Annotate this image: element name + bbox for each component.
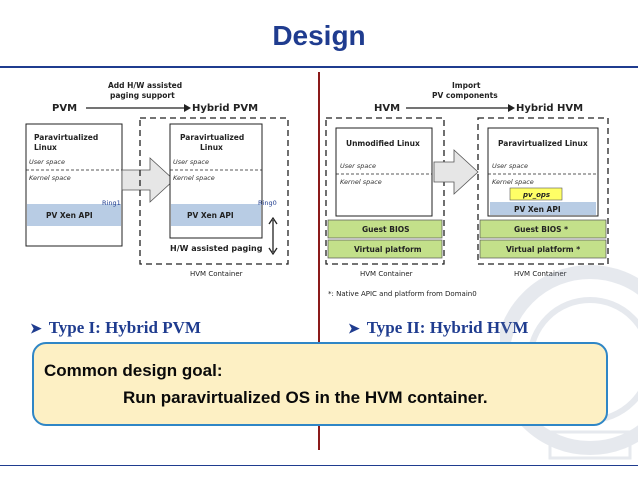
- hvm-bios-block: [327, 219, 443, 239]
- hybrid-hvm-platform: Virtual platform *: [506, 245, 580, 254]
- hybrid-hvm-api-block: [490, 202, 596, 215]
- pvm-os-line2: Linux: [34, 143, 57, 152]
- import-label-1: Import: [452, 81, 481, 90]
- hybrid-pvm-api-block: [171, 204, 261, 226]
- hybrid-hvm-label: Hybrid HVM: [516, 103, 583, 114]
- bullet-type-i: ➤ Type I: Hybrid PVM: [30, 318, 201, 338]
- left-diagram: PVM Hybrid PVM Add H/W assisted paging s…: [24, 74, 310, 286]
- hybrid-pvm-user-space: User space: [173, 158, 209, 166]
- footnote: *: Native APIC and platform from Domain0: [328, 290, 477, 298]
- bullet-type-ii: ➤ Type II: Hybrid HVM: [348, 318, 528, 338]
- hybrid-pvm-kernel-space: Kernel space: [173, 174, 215, 182]
- hybrid-pvm-ring: Ring0: [258, 199, 277, 207]
- hvm-big-arrow-icon: [433, 149, 479, 195]
- hvm-os: Unmodified Linux: [346, 139, 420, 148]
- pvm-api-block: [27, 204, 121, 226]
- transition-arrowhead-icon: [184, 104, 191, 112]
- pv-ops-block: [509, 187, 563, 201]
- import-label-2: PV components: [432, 91, 498, 100]
- hvm-label: HVM: [374, 103, 400, 114]
- pvm-api: PV Xen API: [46, 211, 93, 220]
- hvm-container-label: HVM Container: [360, 270, 413, 278]
- bottom-rule: [0, 465, 638, 466]
- hybrid-hvm-bios: Guest BIOS *: [514, 225, 568, 234]
- hvm-container: [325, 117, 445, 265]
- hybrid-hvm-kernel-space: Kernel space: [492, 178, 534, 186]
- callout-line1: Common design goal:: [44, 361, 223, 380]
- bullet-type-i-text: Type I: Hybrid PVM: [48, 318, 201, 337]
- hybrid-pvm-container-label: HVM Container: [190, 270, 243, 278]
- hybrid-hvm-container-label: HVM Container: [514, 270, 567, 278]
- title-rule: [0, 66, 638, 68]
- callout-line2: Run paravirtualized OS in the HVM contai…: [123, 388, 488, 407]
- hybrid-pvm-api: PV Xen API: [187, 211, 234, 220]
- pvm-label: PVM: [52, 103, 77, 114]
- hybrid-hvm-platform-block: [479, 239, 607, 259]
- hybrid-hvm-bios-block: [479, 219, 607, 239]
- hvm-box: [335, 127, 433, 217]
- hybrid-hvm-box: [487, 127, 599, 217]
- bullet-arrow-icon: ➤: [30, 322, 42, 337]
- center-divider: [318, 72, 320, 450]
- hybrid-hvm-api: PV Xen API: [514, 205, 561, 214]
- right-diagram: HVM Hybrid HVM Import PV components Unmo…: [324, 74, 612, 300]
- big-transition-arrow-icon: [121, 157, 175, 203]
- pvm-user-space: User space: [29, 158, 65, 166]
- design-goal-callout: Common design goal: Run paravirtualized …: [32, 342, 608, 426]
- bullet-arrow-icon: ➤: [348, 322, 360, 337]
- hybrid-hvm-container: [477, 117, 609, 265]
- pvm-kernel-space: Kernel space: [29, 174, 71, 182]
- pvm-os-line1: Paravirtualized: [34, 133, 98, 142]
- hybrid-hvm-os: Paravirtualized Linux: [498, 139, 588, 148]
- hybrid-pvm-os-line2: Linux: [200, 143, 223, 152]
- pvm-ring: Ring1: [102, 199, 121, 207]
- hvm-kernel-space: Kernel space: [340, 178, 382, 186]
- hybrid-pvm-os-line1: Paravirtualized: [180, 133, 244, 142]
- hvm-platform-block: [327, 239, 443, 259]
- hybrid-hvm-user-space: User space: [492, 162, 528, 170]
- bullet-type-ii-text: Type II: Hybrid HVM: [366, 318, 529, 337]
- paging-label: H/W assisted paging: [170, 244, 263, 253]
- paging-double-arrow-icon: [268, 216, 278, 256]
- hvm-bios: Guest BIOS: [362, 225, 410, 234]
- import-arrowhead-icon: [508, 104, 515, 112]
- hybrid-pvm-label: Hybrid PVM: [192, 103, 258, 114]
- transition-label-2: paging support: [110, 91, 175, 100]
- hvm-user-space: User space: [340, 162, 376, 170]
- pv-ops: pv_ops: [522, 191, 550, 199]
- hvm-platform: Virtual platform: [354, 245, 422, 254]
- slide-title: Design: [272, 20, 366, 51]
- transition-label-1: Add H/W assisted: [108, 81, 182, 90]
- hybrid-pvm-container: [139, 117, 289, 265]
